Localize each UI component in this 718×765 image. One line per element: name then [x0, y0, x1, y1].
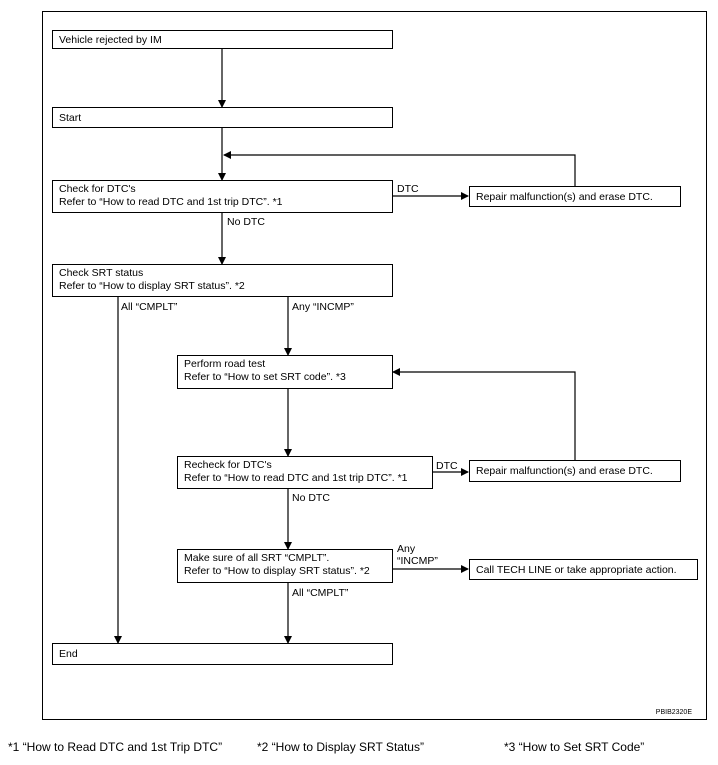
box-repair-1-text: Repair malfunction(s) and erase DTC. — [476, 191, 653, 203]
box-make-sure-title: Make sure of all SRT “CMPLT”. — [184, 552, 330, 564]
box-recheck-dtc-title: Recheck for DTC's — [184, 459, 272, 471]
figure-code: PBIB2320E — [655, 709, 692, 716]
footnote-1: *1 “How to Read DTC and 1st Trip DTC” — [8, 740, 223, 754]
box-repair-2: Repair malfunction(s) and erase DTC. — [469, 460, 681, 482]
box-check-srt-title: Check SRT status — [59, 267, 144, 279]
footnote-2: *2 “How to Display SRT Status” — [257, 740, 424, 754]
box-check-dtc-title: Check for DTC's — [59, 183, 136, 195]
box-start-text: Start — [59, 112, 82, 124]
box-make-sure: Make sure of all SRT “CMPLT”. Refer to “… — [177, 549, 393, 583]
box-road-test-ref: Refer to “How to set SRT code”. *3 — [184, 371, 346, 383]
box-check-dtc: Check for DTC's Refer to “How to read DT… — [52, 180, 393, 213]
box-tech-line: Call TECH LINE or take appropriate actio… — [469, 559, 698, 580]
loop-repair1-to-check-dtc — [223, 151, 576, 186]
label-any-incmp-2: Any “INCMP” — [397, 543, 438, 567]
diagram-frame: PBIB2320E — [42, 11, 707, 720]
label-any-incmp-1: Any “INCMP” — [292, 301, 354, 313]
box-recheck-dtc-ref: Refer to “How to read DTC and 1st trip D… — [184, 472, 408, 484]
box-end: End — [52, 643, 393, 665]
box-vehicle-rejected-text: Vehicle rejected by IM — [59, 34, 162, 46]
label-any-incmp-2-line2: “INCMP” — [397, 555, 438, 567]
box-start: Start — [52, 107, 393, 128]
box-recheck-dtc: Recheck for DTC's Refer to “How to read … — [177, 456, 433, 489]
box-make-sure-ref: Refer to “How to display SRT status”. *2 — [184, 565, 370, 577]
label-all-cmplt-1: All “CMPLT” — [121, 301, 178, 313]
loop-repair2-to-road-test — [392, 368, 576, 460]
box-check-srt-ref: Refer to “How to display SRT status”. *2 — [59, 280, 245, 292]
label-all-cmplt-2: All “CMPLT” — [292, 587, 349, 599]
label-dtc-2: DTC — [436, 460, 458, 472]
box-tech-line-text: Call TECH LINE or take appropriate actio… — [476, 564, 677, 576]
box-vehicle-rejected: Vehicle rejected by IM — [52, 30, 393, 49]
box-repair-2-text: Repair malfunction(s) and erase DTC. — [476, 465, 653, 477]
box-road-test: Perform road test Refer to “How to set S… — [177, 355, 393, 389]
label-dtc-1: DTC — [397, 183, 419, 195]
box-end-text: End — [59, 648, 78, 660]
label-no-dtc-2: No DTC — [292, 492, 330, 504]
box-check-dtc-ref: Refer to “How to read DTC and 1st trip D… — [59, 196, 283, 208]
label-no-dtc-1: No DTC — [227, 216, 265, 228]
box-road-test-title: Perform road test — [184, 358, 266, 370]
footnote-3: *3 “How to Set SRT Code” — [504, 740, 645, 754]
box-check-srt: Check SRT status Refer to “How to displa… — [52, 264, 393, 297]
box-repair-1: Repair malfunction(s) and erase DTC. — [469, 186, 681, 207]
label-any-incmp-2-line1: Any — [397, 543, 416, 555]
